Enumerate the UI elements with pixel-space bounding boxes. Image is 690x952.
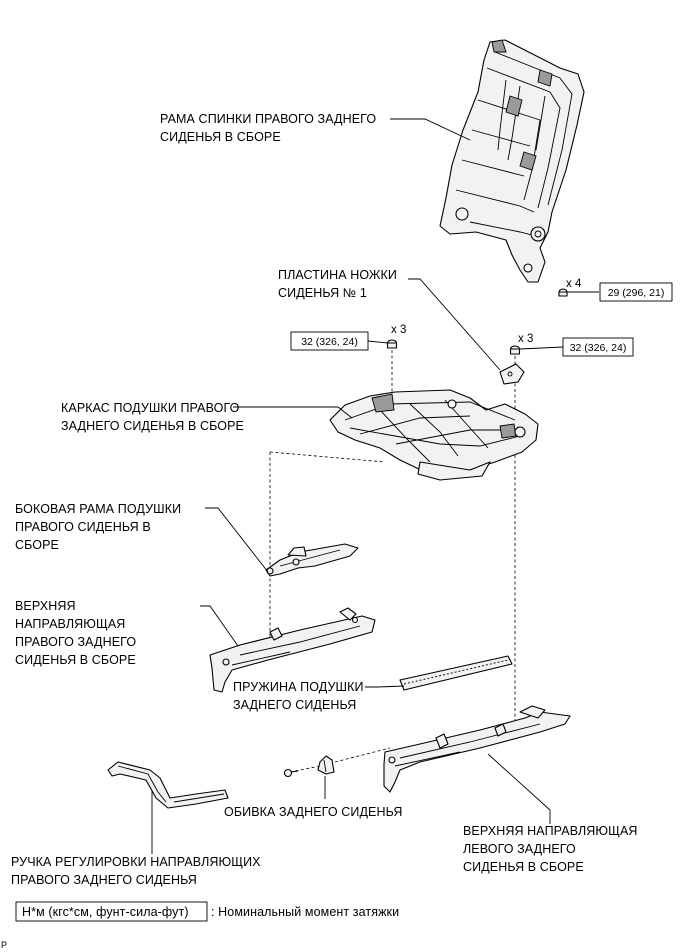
label-cushion-frame-line1: КАРКАС ПОДУШКИ ПРАВОГО bbox=[61, 401, 240, 415]
leader-lines bbox=[151, 118, 599, 854]
qty-seatback-bolts: x 4 bbox=[566, 278, 582, 290]
seatback-frame-drawing bbox=[439, 39, 585, 283]
label-adjuster-handle-line2: ПРАВОГО ЗАДНЕГО СИДЕНЬЯ bbox=[11, 873, 197, 887]
legend-description: : Номинальный момент затяжки bbox=[211, 905, 399, 919]
label-upper-rail-right-line1: ВЕРХНЯЯ bbox=[15, 599, 76, 613]
label-upper-rail-left-line1: ВЕРХНЯЯ НАПРАВЛЯЮЩАЯ bbox=[463, 824, 638, 838]
side-frame-drawing bbox=[265, 543, 359, 577]
quantity-labels: x 4 x 3 x 3 bbox=[391, 278, 582, 345]
qty-cushion-left-nuts: x 3 bbox=[391, 324, 406, 336]
cushion-right-nut-icon bbox=[509, 345, 521, 355]
qty-cushion-right-nuts: x 3 bbox=[518, 333, 533, 345]
rear-trim-drawing bbox=[283, 755, 335, 778]
cushion-spring-drawing bbox=[399, 655, 513, 691]
label-seatback-frame-line1: РАМА СПИНКИ ПРАВОГО ЗАДНЕГО bbox=[160, 112, 376, 126]
torque-cushion-left-nuts: 32 (326, 24) bbox=[301, 336, 358, 348]
label-cushion-frame-line2: ЗАДНЕГО СИДЕНЬЯ В СБОРЕ bbox=[61, 419, 244, 433]
label-side-frame-line3: СБОРЕ bbox=[15, 538, 59, 552]
seatback-bolt-icon bbox=[558, 288, 568, 297]
label-upper-rail-left-line2: ЛЕВОГО ЗАДНЕГО bbox=[463, 842, 576, 856]
label-upper-rail-right-line2: НАПРАВЛЯЮЩАЯ bbox=[15, 617, 125, 631]
leg-plate-drawing bbox=[499, 363, 525, 385]
legend-unit-box: Н*м (кгс*см, фунт-сила-фут) bbox=[22, 905, 189, 919]
label-side-frame-line2: ПРАВОГО СИДЕНЬЯ В bbox=[15, 520, 151, 534]
torque-box-cushion-left: 32 (326, 24) bbox=[290, 331, 369, 351]
label-leg-plate-line1: ПЛАСТИНА НОЖКИ bbox=[278, 268, 397, 282]
torque-box-cushion-right: 32 (326, 24) bbox=[562, 337, 634, 357]
fasteners bbox=[386, 288, 568, 385]
label-upper-rail-right-line3: ПРАВОГО ЗАДНЕГО bbox=[15, 635, 136, 649]
label-upper-rail-right-line4: СИДЕНЬЯ В СБОРЕ bbox=[15, 653, 136, 667]
legend: Н*м (кгс*см, фунт-сила-фут) : Номинальны… bbox=[15, 901, 399, 922]
label-rear-trim: ОБИВКА ЗАДНЕГО СИДЕНЬЯ bbox=[224, 805, 402, 819]
torque-boxes: 29 (296, 21) 32 (326, 24) 32 (326, 24) bbox=[290, 282, 673, 357]
label-side-frame-line1: БОКОВАЯ РАМА ПОДУШКИ bbox=[15, 502, 181, 516]
part-labels: РАМА СПИНКИ ПРАВОГО ЗАДНЕГО СИДЕНЬЯ В СБ… bbox=[11, 112, 638, 887]
label-upper-rail-left-line3: СИДЕНЬЯ В СБОРЕ bbox=[463, 860, 584, 874]
torque-cushion-right-nuts: 32 (326, 24) bbox=[570, 342, 627, 354]
label-cushion-spring-line1: ПРУЖИНА ПОДУШКИ bbox=[233, 680, 364, 694]
label-cushion-spring-line2: ЗАДНЕГО СИДЕНЬЯ bbox=[233, 698, 356, 712]
upper-rail-right-drawing bbox=[209, 607, 376, 693]
cushion-frame-drawing bbox=[329, 389, 539, 481]
torque-seatback-bolts: 29 (296, 21) bbox=[608, 287, 665, 299]
adjuster-handle-drawing bbox=[107, 761, 229, 809]
label-leg-plate-line2: СИДЕНЬЯ № 1 bbox=[278, 286, 367, 300]
torque-box-seatback-bolts: 29 (296, 21) bbox=[599, 282, 673, 302]
label-seatback-frame-line2: СИДЕНЬЯ В СБОРЕ bbox=[160, 130, 281, 144]
upper-rail-left-drawing bbox=[383, 705, 571, 793]
corner-mark: P bbox=[1, 940, 7, 950]
cushion-left-nut-icon bbox=[386, 339, 398, 349]
label-adjuster-handle-line1: РУЧКА РЕГУЛИРОВКИ НАПРАВЛЯЮЩИХ bbox=[11, 855, 261, 869]
